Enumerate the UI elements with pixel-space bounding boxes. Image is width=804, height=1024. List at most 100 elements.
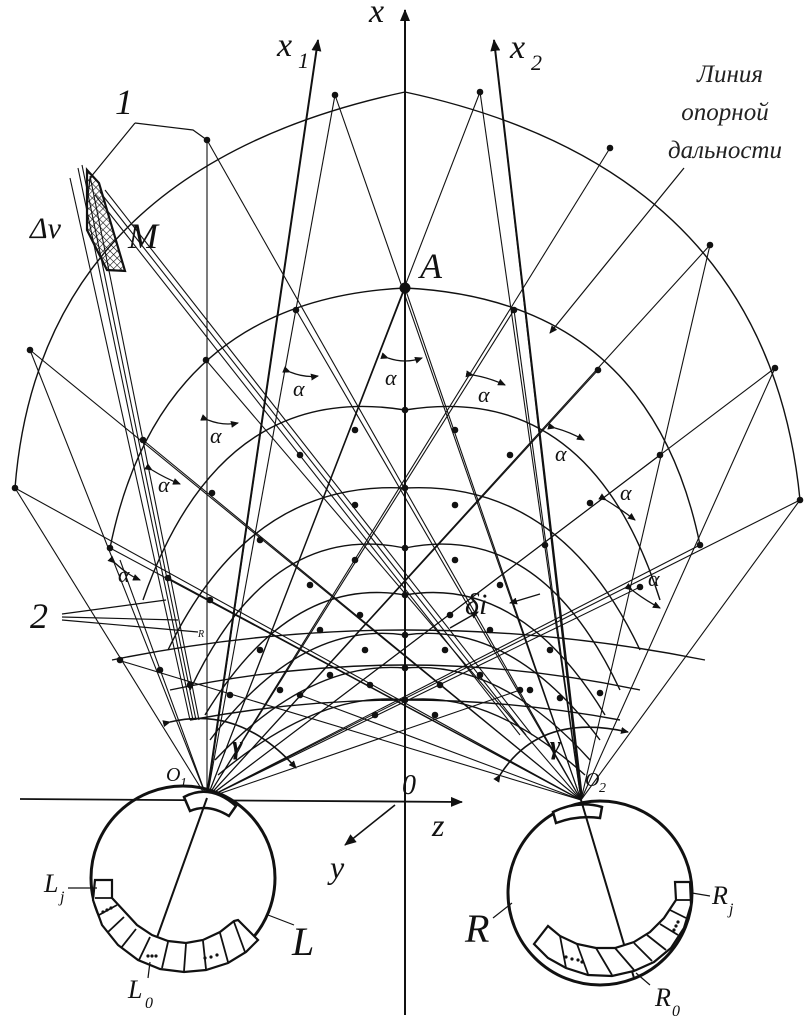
eye-labels: L R L j L 0 R j R 0 (43, 869, 734, 1020)
intersection-point-49 (366, 681, 374, 689)
left-eye-leader (267, 914, 295, 926)
intersection-point-34 (496, 581, 504, 589)
intersection-point-31 (351, 556, 359, 564)
m-sight-line-r-0 (94, 194, 521, 736)
x1-axis-label: x (276, 27, 292, 64)
left-eye-axis (149, 797, 208, 958)
alpha-arc-6 (598, 493, 636, 521)
z-axis (19, 796, 463, 807)
intersection-point-44 (316, 626, 324, 634)
left-cell-dot-0 (101, 910, 105, 914)
ray-right-5 (479, 91, 582, 801)
left-cell-divider-9 (233, 921, 246, 953)
intersection-point-19 (351, 426, 359, 434)
intersection-point-50 (436, 681, 444, 689)
right-receptor-0-label: R (654, 983, 671, 1012)
right-receptor-0-subscript: 0 (672, 1003, 680, 1019)
left-cell-dot-7 (209, 955, 213, 959)
left-cell-divider-6 (183, 943, 187, 972)
origin-label: 0 (402, 770, 416, 801)
alpha-arc-7 (107, 555, 141, 581)
intersection-point-6 (771, 364, 779, 372)
alpha-arc-5 (144, 463, 181, 485)
left-eye-label: L (291, 919, 314, 964)
intersection-point-10 (292, 306, 300, 314)
intersection-point-37 (446, 611, 454, 619)
gamma-arc-left (162, 717, 297, 769)
intersection-point-58 (116, 656, 124, 664)
ray-left-8 (206, 309, 515, 799)
right-receptor-0-leader (635, 972, 651, 986)
intersection-point-38 (206, 596, 214, 604)
ray-left-0 (14, 487, 208, 799)
intersection-point-52 (476, 671, 484, 679)
right-receptor-j-label: R (711, 881, 728, 910)
intersection-point-53 (276, 686, 284, 694)
intersection-point-26 (351, 501, 359, 509)
alpha-label-5: α (158, 472, 170, 497)
ray-left-9 (206, 147, 611, 799)
label-one-leader (134, 122, 208, 141)
intersection-point-27 (451, 501, 459, 509)
region-m (85, 167, 127, 273)
ray-right-2 (580, 244, 711, 801)
label-two-leader-1 (61, 599, 167, 615)
ray-left-12 (206, 244, 711, 799)
ray-left-13 (206, 367, 776, 799)
alpha-label-0: α (385, 365, 397, 390)
left-cell-dot-5 (154, 954, 158, 958)
right-eye-label: R (464, 906, 489, 951)
alpha-label-2: α (478, 382, 490, 407)
point-labels: A M O 1 O 2 (127, 216, 606, 796)
intersection-point-64 (556, 694, 564, 702)
right-cell-dot-1 (674, 924, 678, 928)
label-one: 1 (115, 82, 133, 122)
left-receptor-0-label: L (127, 975, 142, 1004)
intersection-point-33 (306, 581, 314, 589)
reference-line-pointer (549, 167, 685, 334)
intersection-point-47 (546, 646, 554, 654)
left-receptor-j-subscript: j (58, 889, 65, 906)
ray-right-9 (206, 139, 582, 801)
right-cell-divider-2 (659, 923, 679, 936)
ray-right-16 (299, 694, 582, 801)
ray-left-7 (206, 91, 481, 799)
m-sight-line-1 (77, 167, 194, 721)
left-cell-divider-8 (219, 932, 229, 963)
left-retina (91, 878, 260, 974)
ray-right-12 (29, 349, 582, 801)
intersection-point-12 (202, 356, 210, 364)
label-two-leader-2 (61, 616, 179, 621)
intersection-point-62 (296, 691, 304, 699)
right-cell-divider-5 (614, 947, 635, 971)
reference-line-caption-3: дальности (668, 137, 782, 164)
left-receptor-j-label: L (43, 869, 58, 898)
intersection-point-32 (451, 556, 459, 564)
intersection-point-13 (594, 366, 602, 374)
y-axis (344, 804, 396, 846)
intersection-point-59 (156, 666, 164, 674)
intersection-point-0 (331, 91, 339, 99)
alpha-label-1: α (293, 376, 305, 401)
intersection-point-28 (256, 536, 264, 544)
left-cell-dot-4 (150, 954, 154, 958)
right-cell-divider-7 (576, 943, 589, 975)
intersection-point-15 (656, 451, 664, 459)
x2-axis-subscript: 2 (531, 50, 542, 75)
left-cell-divider-3 (120, 928, 137, 949)
intersection-point-51 (326, 671, 334, 679)
left-cell-dot-8 (215, 953, 219, 957)
intersection-point-63 (516, 686, 524, 694)
intersection-point-40 (636, 583, 644, 591)
intersection-point-17 (696, 541, 704, 549)
left-receptor-0-subscript: 0 (145, 995, 153, 1012)
m-sight-line-0 (69, 177, 191, 721)
left-cell-divider-5 (161, 941, 169, 969)
ray-right-1 (580, 367, 776, 801)
label-two-leader-3 (61, 619, 199, 633)
alpha-arc-8 (624, 582, 661, 609)
intersection-point-54 (526, 686, 534, 694)
alpha-arc-4 (547, 422, 585, 441)
